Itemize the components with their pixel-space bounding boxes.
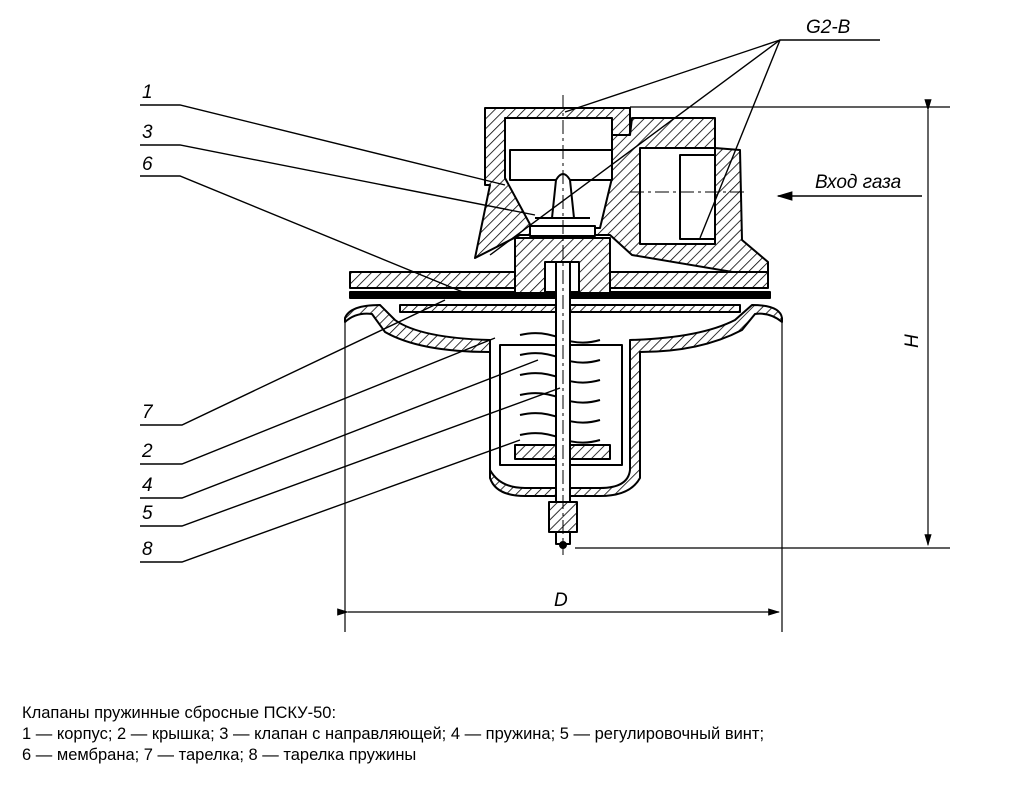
label-5: 5 [142, 503, 153, 524]
label-dim-h: H [902, 334, 923, 348]
valve-drawing: 1 3 6 7 2 4 5 8 G2-B Вход газа H D [140, 17, 950, 632]
label-7: 7 [142, 402, 154, 423]
label-3: 3 [142, 122, 153, 143]
leader-2 [140, 337, 496, 465]
label-gas-inlet: Вход газа [815, 172, 901, 193]
label-8: 8 [142, 539, 153, 560]
leader-4 [140, 359, 539, 499]
caption-line-1: 1 — корпус; 2 — крышка; 3 — клапан с нап… [22, 725, 765, 743]
leader-3 [140, 144, 536, 216]
caption-line-2: 6 — мембрана; 7 — тарелка; 8 — тарелка п… [22, 746, 417, 764]
label-1: 1 [142, 82, 153, 103]
label-6: 6 [142, 154, 153, 175]
leader-8 [140, 439, 521, 563]
figure-caption: Клапаны пружинные сбросные ПСКУ-50: 1 — … [22, 703, 764, 766]
leader-7 [140, 299, 446, 426]
leader-1 [140, 104, 506, 186]
leader-6 [140, 175, 471, 296]
label-2: 2 [141, 441, 153, 462]
label-thread: G2-B [806, 17, 851, 38]
label-4: 4 [142, 475, 153, 496]
label-dim-d: D [554, 590, 568, 611]
caption-title: Клапаны пружинные сбросные ПСКУ-50: [22, 704, 337, 722]
leader-5 [140, 387, 561, 527]
